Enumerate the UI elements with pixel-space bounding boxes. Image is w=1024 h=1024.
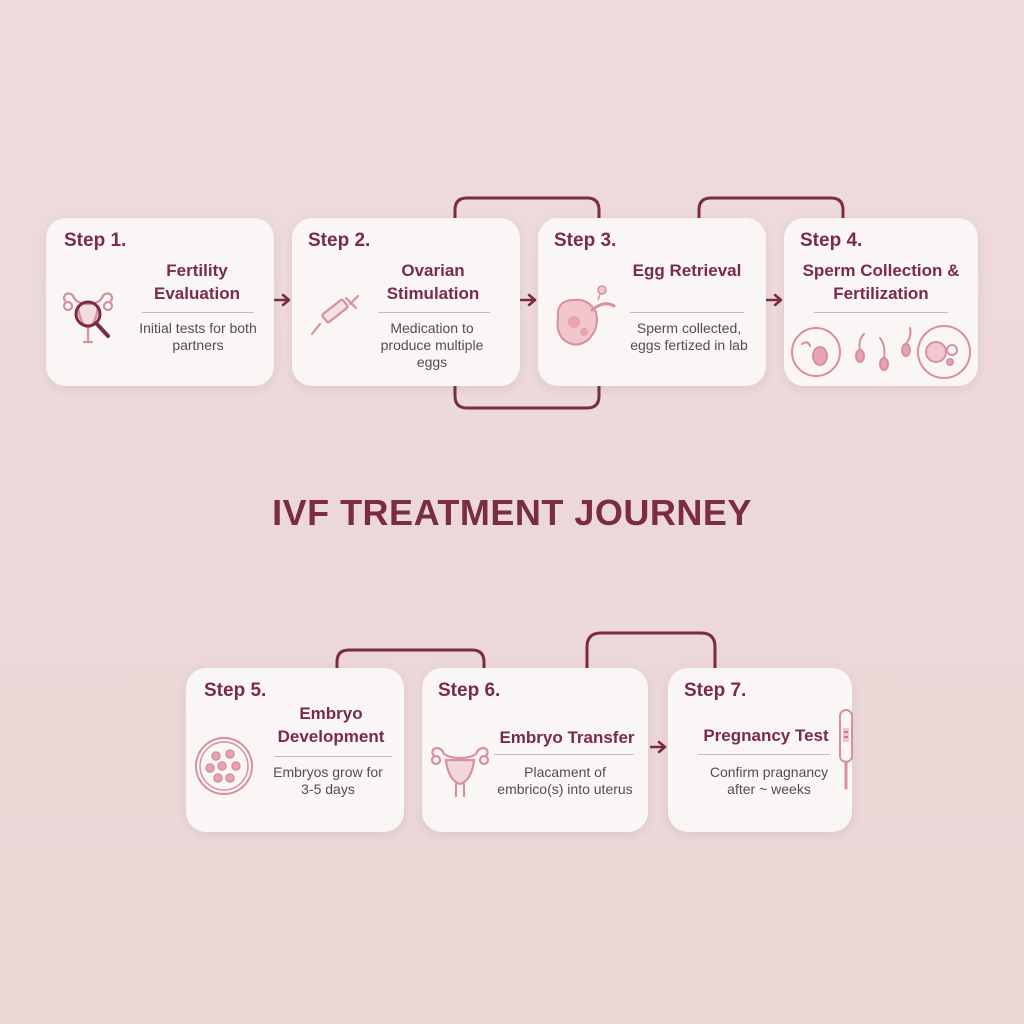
sperm-egg-icon [791, 325, 971, 379]
connector-top-5-6 [335, 648, 486, 672]
step-card-6: Step 6. Embryo Transfer Placament of emb… [422, 668, 648, 832]
page-title: IVF TREATMENT JOURNEY [272, 492, 752, 533]
step-description: Initial tests for both partners [139, 320, 257, 353]
embryo-dish-icon [195, 737, 253, 795]
step-description: Medication to produce multiple eggs [380, 320, 484, 370]
step-label: Step 7. [684, 680, 747, 701]
step-label: Step 3. [554, 230, 617, 251]
step-card-1: Step 1. Fertility Evaluation Initial tes… [46, 218, 274, 386]
connector-bottom-2-3 [453, 384, 601, 410]
connector-top-2-3 [453, 196, 601, 222]
step-title: Pregnancy Test [703, 726, 829, 745]
uterus-magnifier-icon [62, 292, 114, 344]
step-description: Embryos grow for 3-5 days [273, 764, 383, 797]
ovary-egg-icon [556, 285, 616, 346]
divider [630, 312, 744, 313]
step-label: Step 4. [800, 230, 863, 251]
divider [698, 754, 830, 755]
step-title: Ovarian Stimulation [386, 261, 480, 303]
step-title: Egg Retrieval [632, 261, 742, 280]
connector-top-3-4 [697, 196, 845, 222]
divider [378, 312, 490, 313]
arrow-right-icon [650, 740, 667, 754]
step-card-3: Step 3. Egg Retrieval Sperm collected, e… [538, 218, 766, 386]
step-card-2: Step 2. Ovarian Stimulation Medication t… [292, 218, 520, 386]
divider [494, 754, 634, 755]
step-label: Step 5. [204, 680, 267, 701]
syringe-icon [310, 294, 360, 336]
step-card-7: Step 7. Pregnancy Test Confirm pragnancy… [668, 668, 853, 832]
step-title: Sperm Collection & Fertilization [802, 261, 960, 303]
step-title: Fertility Evaluation [154, 261, 240, 303]
step-description: Placament of embrico(s) into uterus [497, 764, 633, 797]
divider [814, 312, 948, 313]
step-card-4: Step 4. Sperm Collection & Fertilization [784, 218, 978, 386]
step-label: Step 1. [64, 230, 127, 251]
step-description: Confirm pragnancy after ~ weeks [709, 764, 829, 797]
uterus-icon [430, 746, 490, 798]
step-title: Embryo Development [277, 704, 385, 746]
step-label: Step 6. [438, 680, 501, 701]
step-card-5: Step 5. Embryo Development Embryos grow … [186, 668, 404, 832]
divider [274, 756, 392, 757]
step-description: Sperm collected, eggs fertized in lab [630, 320, 748, 353]
step-label: Step 2. [308, 230, 371, 251]
step-title: Embryo Transfer [499, 728, 635, 747]
arrow-right-icon [766, 293, 783, 307]
pregnancy-test-icon [839, 709, 853, 790]
connector-top-6-7 [585, 631, 717, 670]
divider [142, 312, 254, 313]
arrow-right-icon [520, 293, 537, 307]
arrow-right-icon [274, 293, 291, 307]
